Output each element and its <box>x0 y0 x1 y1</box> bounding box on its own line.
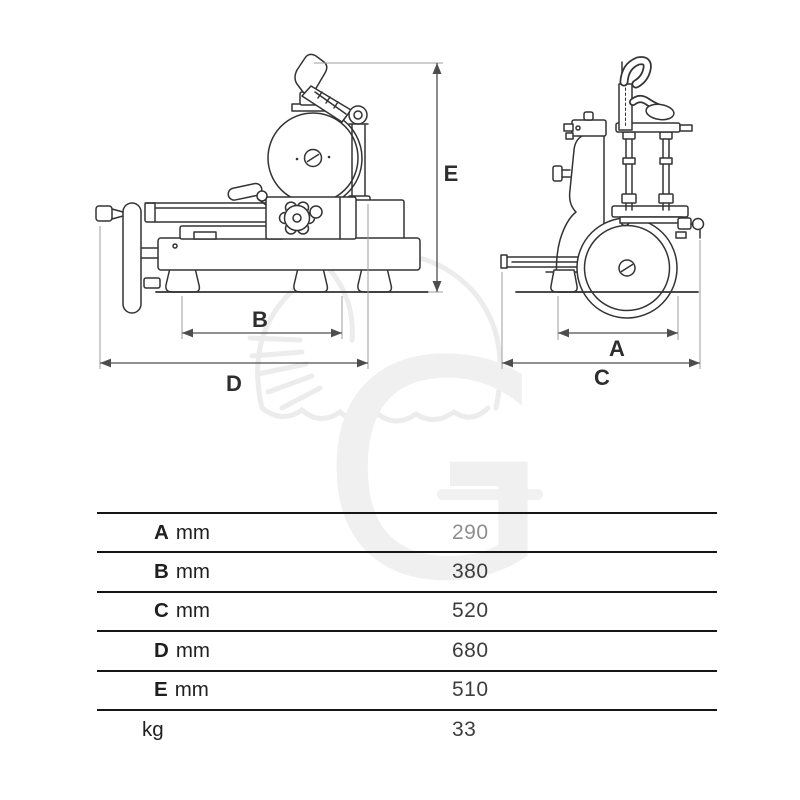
dim-letter: A <box>154 520 169 544</box>
side-view-dimensions: E B D <box>99 62 459 396</box>
spec-value: 290 <box>452 520 489 544</box>
dim-unit: mm <box>175 560 210 584</box>
dim-unit: mm <box>175 599 210 623</box>
dim-letter: E <box>154 678 168 702</box>
front-view-drawing <box>500 56 705 319</box>
watermark-letter: G <box>320 298 552 620</box>
spec-value: 680 <box>452 638 489 662</box>
dim-label-c: C <box>594 365 610 390</box>
front-view-dimensions: A C <box>501 240 701 390</box>
dimensional-drawing: G <box>95 53 705 620</box>
dim-label-e: E <box>444 161 459 186</box>
dim-letter: D <box>154 638 169 662</box>
dim-unit: mm <box>174 678 209 702</box>
spec-value: 380 <box>452 560 489 584</box>
dim-label-a: A <box>609 336 625 361</box>
dim-label-d: D <box>226 371 242 396</box>
spec-value: 520 <box>452 599 489 623</box>
spec-value: 510 <box>452 678 489 702</box>
side-view-drawing <box>95 53 429 314</box>
spec-value: 33 <box>452 717 477 741</box>
dim-unit: kg <box>142 717 164 741</box>
dim-letter: C <box>154 599 169 623</box>
dim-unit: mm <box>175 638 210 662</box>
spec-label: kg <box>97 718 452 742</box>
watermark-chef-logo: G <box>247 252 552 620</box>
dim-label-b: B <box>252 307 268 332</box>
watermark-band <box>437 489 543 500</box>
spec-row-kg: kg 33 <box>97 708 717 748</box>
dim-letter: B <box>154 560 169 584</box>
dim-unit: mm <box>175 520 210 544</box>
